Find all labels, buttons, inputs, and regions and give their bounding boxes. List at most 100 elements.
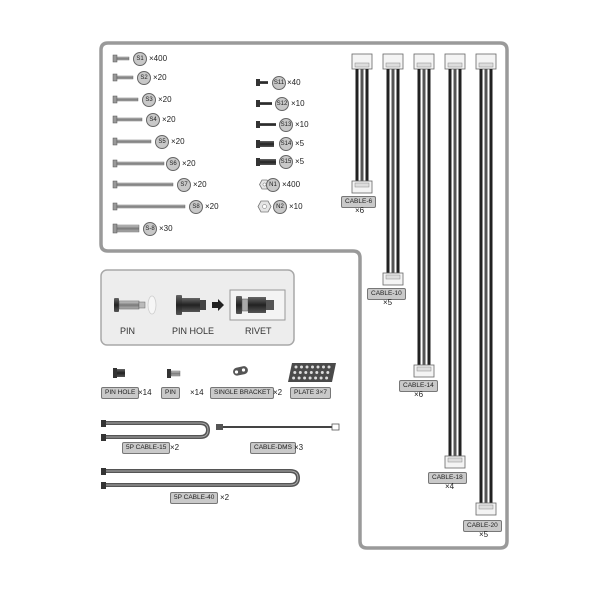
- screw-group-right: [256, 79, 276, 213]
- screw-s-8-code: S-8: [143, 222, 157, 236]
- screw-s6-code: S6: [166, 157, 180, 171]
- plate-hole: [311, 365, 314, 369]
- screw-s2-qty: ×20: [153, 73, 167, 82]
- screw-s5-qty: ×20: [171, 137, 185, 146]
- screw-s-8-icon: [112, 223, 118, 234]
- screw-s12-icon: [256, 100, 260, 107]
- cable-20-label: CABLE-20: [463, 520, 502, 532]
- cable-3-icon: [413, 53, 435, 378]
- screw-s4-qty: ×20: [162, 115, 176, 124]
- pin-hole-caption: PIN HOLE: [172, 326, 215, 336]
- cable-10-qty: ×5: [383, 298, 393, 307]
- pin-icon: [114, 298, 146, 312]
- small-parts: [113, 363, 336, 382]
- pin-hole-icon: [176, 295, 206, 315]
- pin-hole-part-label: PIN HOLE: [101, 387, 140, 399]
- plate-hole: [304, 371, 308, 374]
- screw-s13-qty: ×10: [295, 120, 309, 129]
- cable-group: [351, 53, 497, 516]
- screw-s15-code: S15: [279, 155, 293, 169]
- screw-s7-icon: [112, 180, 118, 189]
- plate-hole: [320, 371, 324, 374]
- 5p-cable-15-label: 5P CABLE-15: [122, 442, 171, 454]
- plate-hole: [325, 376, 329, 380]
- plate-hole: [326, 371, 330, 374]
- screw-s2-icon: [112, 73, 118, 82]
- rivet-caption: RIVET: [245, 326, 272, 336]
- plate-hole: [292, 376, 296, 380]
- plate-hole: [308, 376, 312, 380]
- screw-s8-qty: ×20: [205, 202, 219, 211]
- screw-s5-code: S5: [155, 135, 169, 149]
- cable-4-icon: [444, 53, 466, 469]
- screw-s3-icon: [112, 95, 118, 104]
- cable-dms-icon: [216, 423, 340, 431]
- 5p-cable-40-icon: [101, 468, 301, 489]
- plate-hole: [319, 376, 323, 380]
- single-bracket-label: SINGLE BRACKET: [210, 387, 275, 399]
- screw-s1-code: S1: [133, 52, 147, 66]
- screw-s8-code: S8: [189, 200, 203, 214]
- plate-hole: [293, 371, 297, 374]
- plate-hole: [316, 365, 320, 369]
- 5p-cable-15-qty: ×2: [170, 443, 180, 452]
- nut-n1-qty: ×400: [282, 180, 301, 189]
- screw-s6-icon: [112, 159, 118, 168]
- nut-n2-code: N2: [273, 200, 287, 214]
- screw-s13-icon: [256, 121, 260, 128]
- single-bracket-qty: ×2: [273, 388, 283, 397]
- screw-s8-icon: [112, 202, 118, 211]
- cable-dms-qty: ×3: [294, 443, 304, 452]
- screw-s3-qty: ×20: [158, 95, 172, 104]
- pin-part-icon: [167, 369, 181, 378]
- screw-s11-icon: [256, 79, 260, 86]
- single-bracket-icon: [233, 366, 248, 376]
- screw-s1-qty: ×400: [149, 54, 168, 63]
- 5p-cable-40-label: 5P CABLE-40: [170, 492, 219, 504]
- plate-hole: [327, 365, 331, 369]
- nut-n1-code: N1: [266, 178, 280, 192]
- cable-6-qty: ×6: [355, 206, 365, 215]
- screw-s7-qty: ×20: [193, 180, 207, 189]
- cable-2-icon: [382, 53, 404, 286]
- screw-s11-code: S11: [272, 76, 286, 90]
- pin-hole-part-icon: [113, 368, 125, 378]
- 5p-cable-15-icon: [101, 420, 211, 441]
- 5p-cable-40-qty: ×2: [220, 493, 230, 502]
- screw-s12-qty: ×10: [291, 99, 305, 108]
- pin-part-label: PIN: [161, 387, 180, 399]
- screw-s2-code: S2: [137, 71, 151, 85]
- screw-s14-code: S14: [279, 137, 293, 151]
- flat-cables: [101, 420, 340, 489]
- plate-hole: [315, 371, 319, 374]
- screw-s4-icon: [112, 115, 118, 124]
- cable-18-label: CABLE-18: [428, 472, 467, 484]
- screw-s14-qty: ×5: [295, 139, 305, 148]
- screw-s1-icon: [112, 54, 118, 63]
- cable-20-qty: ×5: [479, 530, 489, 539]
- plate-hole: [303, 376, 307, 380]
- plate-3x7-label: PLATE 3×7: [290, 387, 331, 399]
- pin-part-qty: ×14: [190, 388, 204, 397]
- cable-14-qty: ×6: [414, 390, 424, 399]
- plate-hole: [297, 376, 301, 380]
- screw-s15-qty: ×5: [295, 157, 305, 166]
- screw-s14-icon: [256, 140, 260, 148]
- plate-hole: [305, 365, 309, 369]
- pin-hole-part-qty: ×14: [138, 388, 152, 397]
- screw-s4-code: S4: [146, 113, 160, 127]
- plate-hole: [300, 365, 303, 369]
- plate-hole: [298, 371, 302, 374]
- plate-hole: [322, 365, 325, 369]
- plate-hole: [309, 371, 313, 374]
- cable-10-label: CABLE-10: [367, 288, 406, 300]
- screw-s13-code: S13: [279, 118, 293, 132]
- plate-hole: [314, 376, 318, 380]
- outer-frame: [99, 41, 509, 550]
- cable-18-qty: ×4: [445, 482, 455, 491]
- screw-s12-code: S12: [275, 97, 289, 111]
- screw-s15-icon: [256, 158, 260, 166]
- cable-5-icon: [475, 53, 497, 516]
- nut-n2-qty: ×10: [289, 202, 303, 211]
